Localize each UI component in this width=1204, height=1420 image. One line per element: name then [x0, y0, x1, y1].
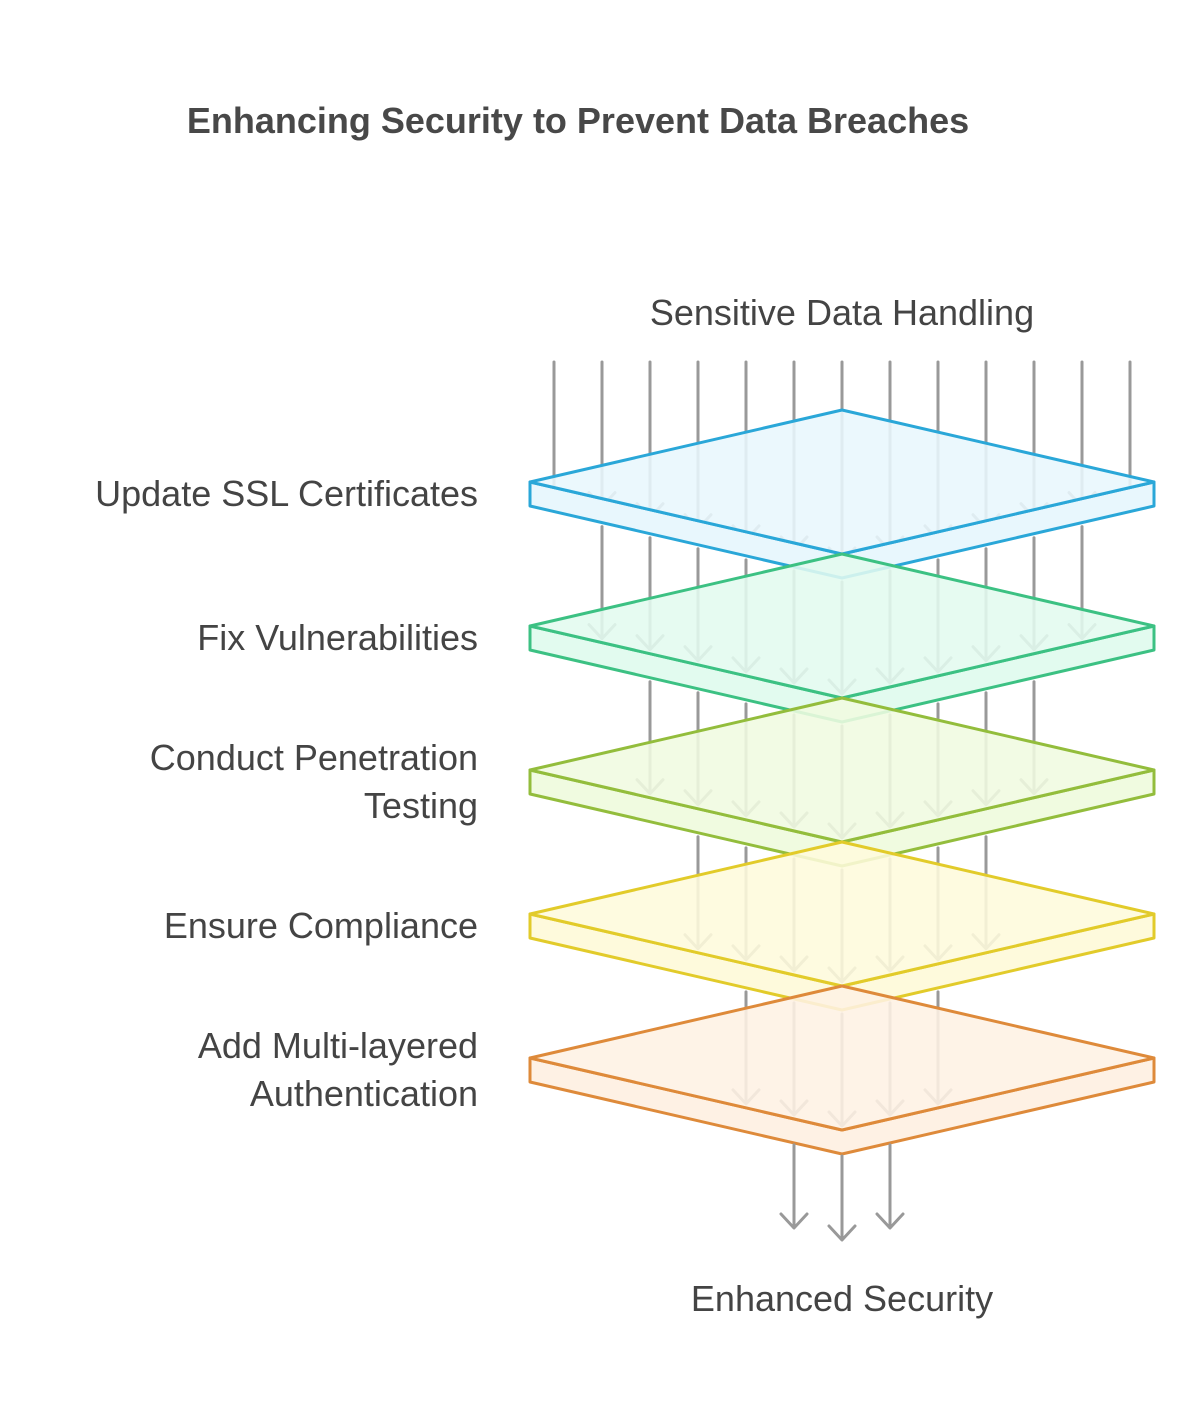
layer-label-line: Ensure Compliance — [163, 905, 478, 946]
layer-label-ssl: Update SSL Certificates — [95, 470, 478, 518]
layer-label-penetration: Conduct Penetration Testing — [150, 734, 478, 830]
layer-label-line: Conduct Penetration — [149, 737, 478, 778]
layer-label-line: Add Multi-layered — [197, 1025, 478, 1066]
layer-label-line: Fix Vulnerabilities — [197, 617, 478, 658]
layer-label-line: Testing — [363, 785, 478, 826]
layer-label-line: Authentication — [249, 1073, 478, 1114]
input-label: Sensitive Data Handling — [649, 292, 1035, 333]
layer-label-authentication: Add Multi-layered Authentication — [198, 1022, 478, 1118]
diagram-title: Enhancing Security to Prevent Data Breac… — [186, 100, 970, 141]
layer-label-vulnerabilities: Fix Vulnerabilities — [197, 614, 478, 662]
down-arrow-icon — [875, 1143, 905, 1230]
down-arrow-icon — [779, 1143, 809, 1230]
output-label: Enhanced Security — [690, 1278, 994, 1319]
layer-label-line: Update SSL Certificates — [95, 473, 478, 514]
security-layer — [528, 984, 1156, 1156]
layer-label-compliance: Ensure Compliance — [164, 902, 478, 950]
arrow-group — [779, 1143, 905, 1242]
down-arrow-icon — [827, 1154, 857, 1242]
